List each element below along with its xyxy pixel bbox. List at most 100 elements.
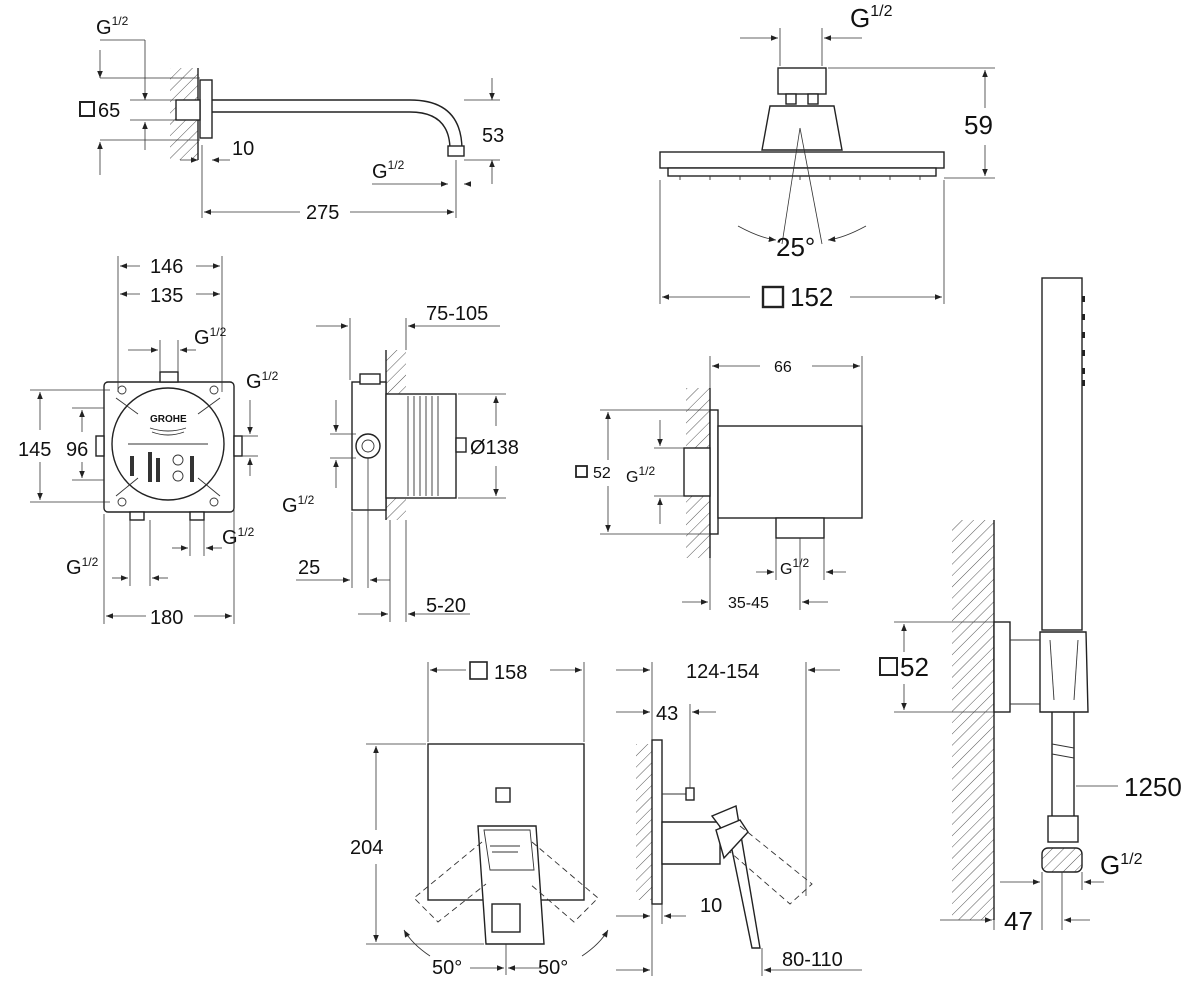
square-icon — [575, 465, 588, 478]
box-thread-bl-label: G — [66, 557, 82, 579]
lever-body — [661, 821, 721, 865]
box-cartridge — [111, 387, 225, 501]
svg-text:G1/2: G1/2 — [626, 464, 655, 486]
svg-text:G1/2: G1/2 — [780, 556, 809, 578]
box-thread-top-fraction: 1/2 — [210, 325, 227, 339]
head-connector — [777, 67, 827, 95]
square-icon — [761, 285, 785, 309]
box-brand-label: GROHE — [150, 414, 187, 425]
elbow-thread-fraction: 1/2 — [638, 464, 655, 478]
lever-range-label: 124-154 — [686, 661, 759, 683]
side-depth-label: 75-105 — [426, 303, 488, 325]
box-markings — [130, 452, 194, 482]
mixer-lever-side-view: 124-154 43 10 80-110 — [616, 661, 862, 976]
plate-height-label: 204 — [350, 837, 383, 859]
side-inlet — [355, 433, 381, 459]
plate-angle-right-label: 50° — [538, 957, 568, 979]
arm-wall-label: 10 — [232, 138, 254, 160]
side-ribs — [407, 396, 439, 496]
box-h-inner-label: 96 — [66, 439, 88, 461]
wall-hatch — [636, 744, 652, 900]
box-side-view: 75-105 Ø138 G1/2 25 5-20 — [282, 303, 519, 622]
plate-size-label: 158 — [494, 662, 527, 684]
side-thread-label: G — [282, 495, 298, 517]
plate-angle-left-label: 50° — [432, 957, 462, 979]
svg-text:G1/2: G1/2 — [194, 325, 227, 349]
arm-flange — [199, 79, 213, 139]
mixer-plate-front-view: 158 204 50° 50° — [350, 661, 609, 979]
arm-thread-bottom-label: G — [372, 161, 388, 183]
arm-outlet — [447, 145, 465, 157]
head-width-label: 152 — [790, 282, 833, 312]
elbow-body — [717, 425, 863, 519]
square-icon — [469, 661, 488, 680]
svg-text:G1/2: G1/2 — [372, 158, 405, 183]
shower-head-view: G1/2 59 25° 152 — [659, 3, 995, 312]
side-diameter-label: Ø138 — [470, 437, 519, 459]
arm-thread-bottom-fraction: 1/2 — [388, 158, 405, 172]
arm-connector — [175, 99, 201, 121]
plate-indicator — [495, 787, 511, 803]
arm-length-label: 275 — [306, 202, 339, 224]
box-thread-top-label: G — [194, 327, 210, 349]
lever-offset-label: 43 — [656, 703, 678, 725]
svg-text:G1/2: G1/2 — [246, 369, 279, 393]
box-width-label: 180 — [150, 607, 183, 629]
head-body — [761, 105, 843, 151]
square-icon — [79, 101, 95, 117]
hand-shower-view: 52 1250 G1/2 47 — [879, 277, 1182, 936]
svg-text:G1/2: G1/2 — [222, 525, 255, 549]
holder-square-label: 52 — [900, 652, 929, 682]
head-nozzles — [679, 176, 921, 180]
side-cartridge — [385, 393, 457, 499]
hose-thread-label: G — [1100, 850, 1120, 880]
hose-connector-knurl — [1041, 847, 1083, 873]
lever-depth-label: 10 — [700, 895, 722, 917]
elbow-thread-label: G — [626, 469, 638, 486]
arm-thread-top-label: G — [96, 17, 112, 39]
head-angle-label: 25° — [776, 232, 815, 262]
head-plate — [659, 151, 945, 169]
box-w-outer-label: 146 — [150, 256, 183, 278]
svg-text:G1/2: G1/2 — [850, 3, 893, 33]
elbow-thread-bottom-fraction: 1/2 — [792, 556, 809, 570]
hose-width-label: 47 — [1004, 906, 1033, 936]
svg-text:G1/2: G1/2 — [66, 555, 99, 579]
head-height-label: 59 — [964, 110, 993, 140]
wall-elbow-view: 66 52 G1/2 G1/2 35-45 — [575, 356, 863, 612]
elbow-inlet — [683, 447, 711, 497]
hand-shower-nozzles — [1082, 296, 1085, 386]
side-wall-label: 5-20 — [426, 595, 466, 617]
svg-text:G1/2: G1/2 — [96, 14, 129, 39]
head-thread-fraction: 1/2 — [870, 3, 892, 20]
svg-text:G1/2: G1/2 — [1100, 850, 1143, 880]
hose — [1051, 712, 1075, 816]
side-thread-fraction: 1/2 — [298, 493, 315, 507]
box-thread-right-fraction: 1/2 — [262, 369, 279, 383]
box-thread-bl-fraction: 1/2 — [82, 555, 99, 569]
arm-drop-label: 53 — [482, 125, 504, 147]
square-icon — [879, 657, 898, 676]
elbow-square-label: 52 — [593, 465, 611, 482]
wall-hatch — [952, 520, 994, 920]
elbow-range-label: 35-45 — [728, 595, 769, 612]
hose-thread-fraction: 1/2 — [1120, 851, 1142, 868]
head-thread-label: G — [850, 3, 870, 33]
hose-length-label: 1250 — [1124, 772, 1182, 802]
hose-nut — [1047, 815, 1079, 843]
hand-shower-handle — [1041, 277, 1083, 631]
holder-base — [993, 621, 1011, 713]
elbow-thread-bottom-label: G — [780, 561, 792, 578]
lever-plate — [651, 739, 663, 905]
box-w-inner-label: 135 — [150, 285, 183, 307]
box-front-view: GROHE 146 135 G1/2 G1/2 — [18, 256, 279, 629]
box-thread-br-fraction: 1/2 — [238, 525, 255, 539]
box-thread-br-label: G — [222, 527, 238, 549]
arm-flange-label: 65 — [98, 100, 120, 122]
side-offset-label: 25 — [298, 557, 320, 579]
svg-text:G1/2: G1/2 — [282, 493, 315, 517]
box-thread-right-label: G — [246, 371, 262, 393]
holder-cup — [1039, 631, 1089, 713]
lever-wall-label: 80-110 — [782, 949, 843, 971]
